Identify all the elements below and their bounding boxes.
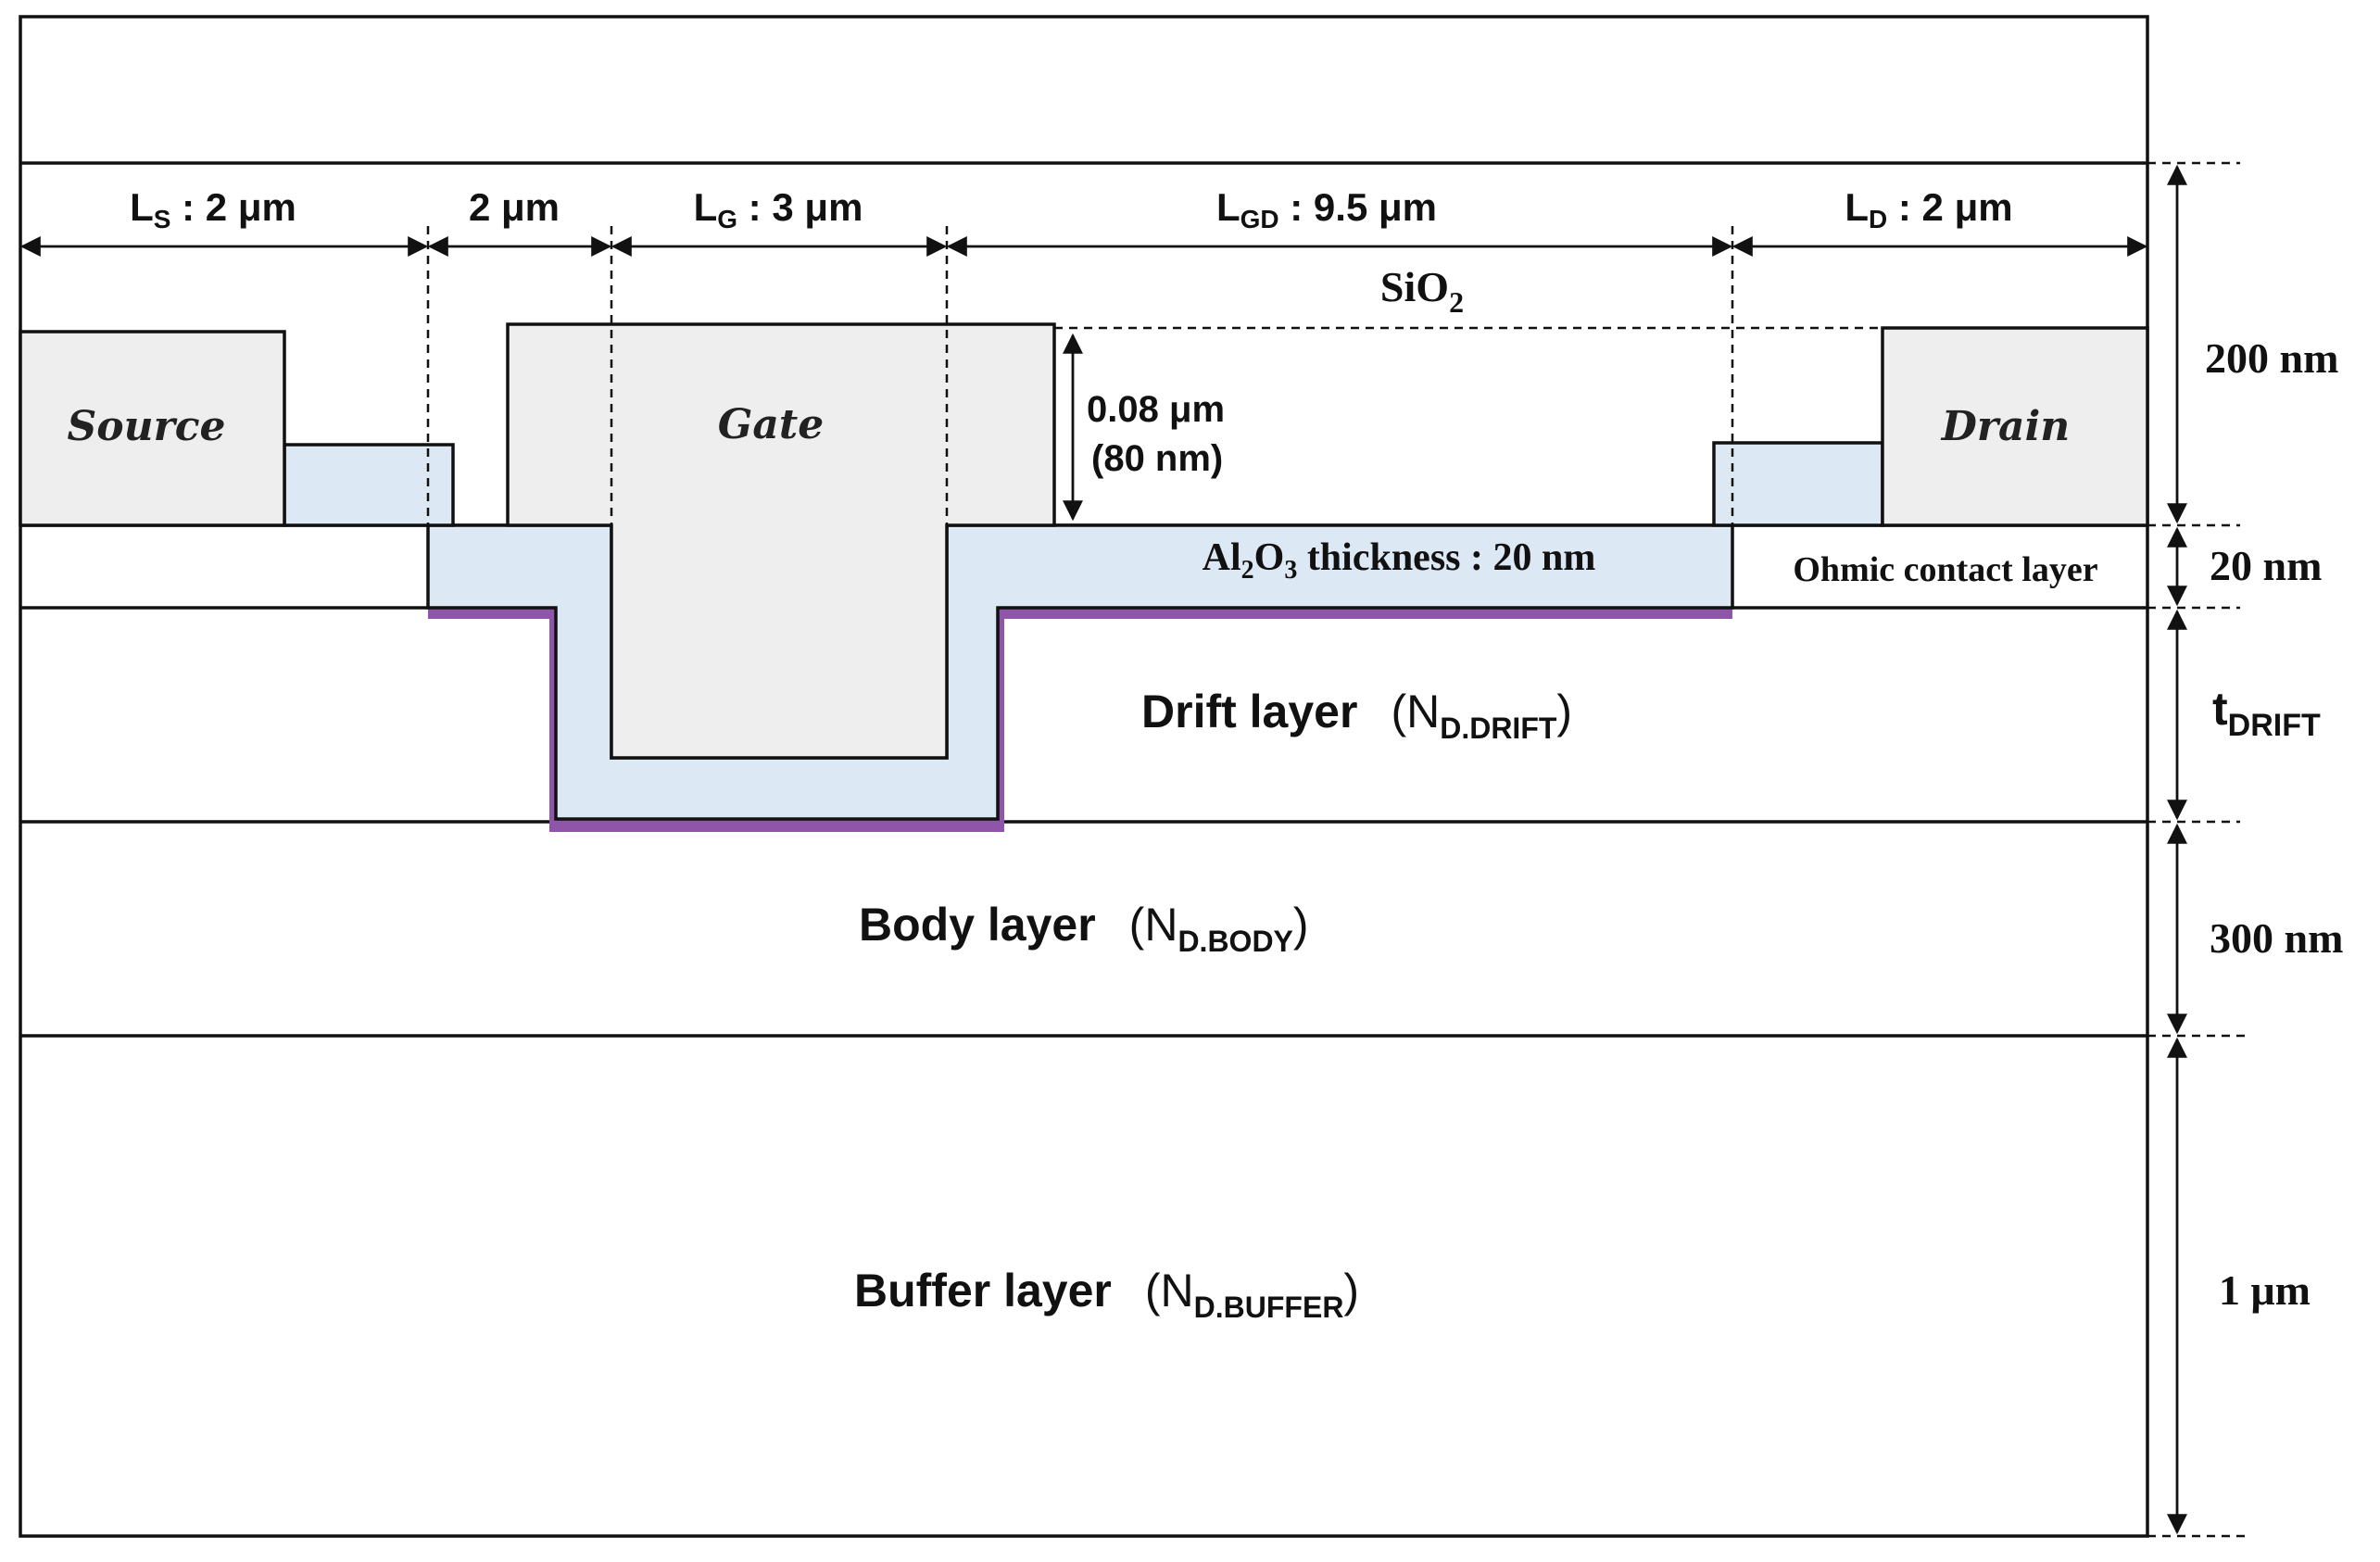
ohmic-contact-label: Ohmic contact layer (1793, 550, 2097, 589)
dim-300nm-label: 300 nm (2210, 914, 2343, 962)
label-lg: LG : 3 μm (694, 185, 863, 233)
drift-layer-label: Drift layer(ND.DRIFT) (1141, 686, 1572, 745)
drain-pad (1712, 441, 1884, 527)
interface-highlight (428, 606, 1732, 832)
label-ld: LD : 2 μm (1845, 185, 2012, 233)
drain-label: Drain (1940, 403, 2071, 450)
dim-200nm-label: 200 nm (2205, 334, 2338, 382)
gate-height-label-2: (80 nm) (1091, 438, 1223, 479)
label-gap: 2 μm (469, 185, 560, 229)
label-ls: LS : 2 μm (130, 185, 296, 233)
gate-height-label-1: 0.08 μm (1087, 389, 1225, 430)
body-layer-label: Body layer(ND.BODY) (859, 899, 1309, 958)
buffer-layer-label: Buffer layer(ND.BUFFER) (854, 1265, 1359, 1324)
source-electrode (19, 330, 286, 527)
dim-20nm-label: 20 nm (2210, 542, 2322, 589)
gate-electrode (506, 322, 1056, 760)
dim-1um-label: 1 μm (2219, 1266, 2311, 1314)
label-lgd: LGD : 9.5 μm (1216, 185, 1437, 233)
al2o3-label: Al2O3 thickness : 20 nm (1203, 536, 1596, 585)
dim-tdrift-label: tDRIFT (2212, 683, 2321, 743)
gate-label: Gate (718, 401, 824, 448)
outer-frame (19, 15, 2149, 1538)
drain-electrode (1881, 326, 2149, 527)
sio2-label: SiO2 (1380, 263, 1464, 319)
source-pad (283, 443, 455, 527)
source-label: Source (67, 403, 225, 450)
